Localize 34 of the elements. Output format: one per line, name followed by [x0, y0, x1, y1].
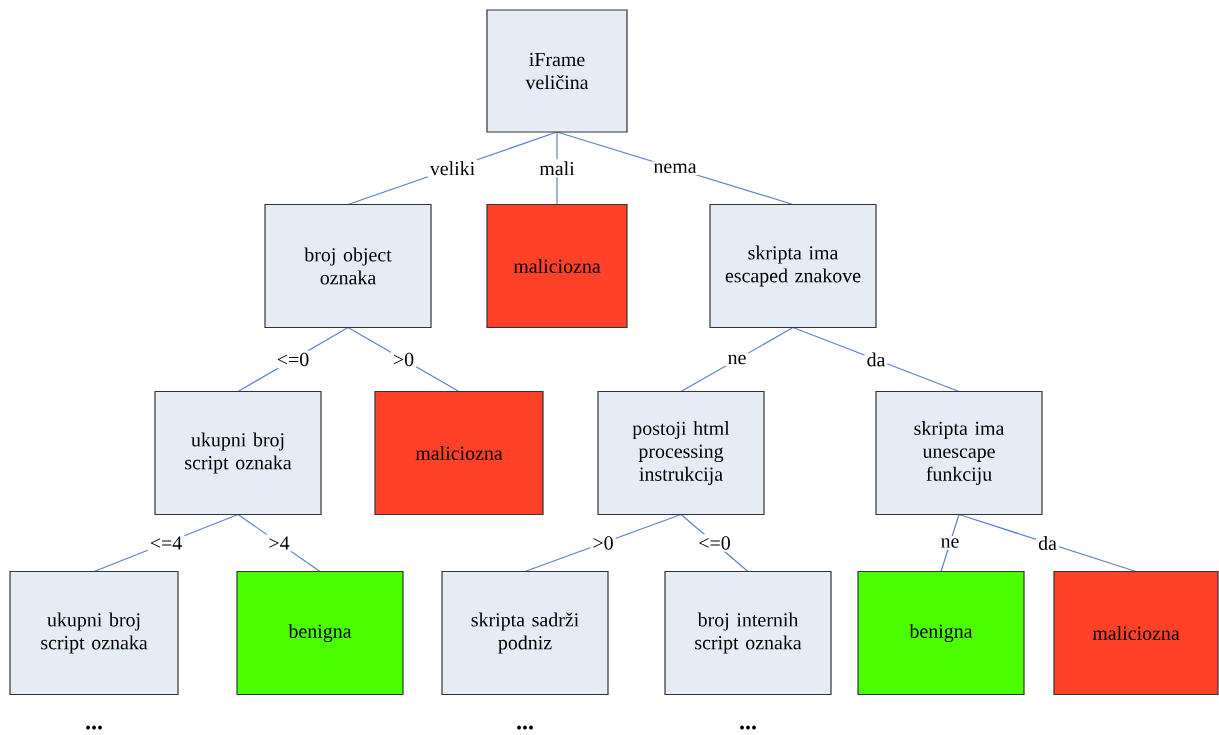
decision-box: iFrame veličina	[486, 9, 628, 133]
decision-box: skripta sadrži podniz	[441, 570, 609, 696]
edge-label: >0	[590, 534, 616, 552]
edge-label: <=0	[274, 350, 312, 369]
benign-leaf-box: benigna	[857, 570, 1025, 696]
decision-box: ukupni broj script oznaka	[9, 570, 179, 696]
edge-label: >0	[390, 350, 417, 369]
ellipsis-text: ...	[517, 725, 533, 730]
edge-label: veliki	[427, 159, 478, 178]
edge-label: nema	[651, 161, 699, 176]
edge-label: ne	[725, 352, 749, 367]
edge-label: mali	[537, 159, 577, 178]
decision-box: broj internih script oznaka	[664, 570, 832, 696]
connector-line	[680, 326, 794, 393]
connector-line	[792, 326, 960, 393]
benign-leaf-box: benigna	[236, 570, 404, 696]
edge-label: <=0	[696, 534, 733, 552]
decision-box: broj object oznaka	[264, 203, 432, 329]
ellipsis-text: ...	[740, 725, 756, 730]
malicious-leaf-box: maliciozna	[374, 390, 544, 516]
decision-box: skripta ima unescape funkciju	[875, 390, 1043, 516]
connector-line	[940, 513, 960, 573]
malicious-leaf-box: maliciozna	[1053, 570, 1219, 696]
ellipsis-text: ...	[86, 725, 102, 730]
decision-box: ukupni broj script oznaka	[154, 390, 322, 516]
edge-label: da	[1036, 534, 1059, 552]
edge-label: da	[864, 350, 888, 369]
malicious-leaf-box: maliciozna	[486, 203, 628, 329]
edge-label: >4	[266, 534, 292, 552]
connector-line	[958, 513, 1137, 573]
decision-box: skripta ima escaped znakove	[709, 203, 877, 329]
edge-label: ne	[938, 536, 962, 550]
decision-box: postoji html processing instrukcija	[597, 390, 765, 516]
edge-label: <=4	[147, 534, 185, 552]
